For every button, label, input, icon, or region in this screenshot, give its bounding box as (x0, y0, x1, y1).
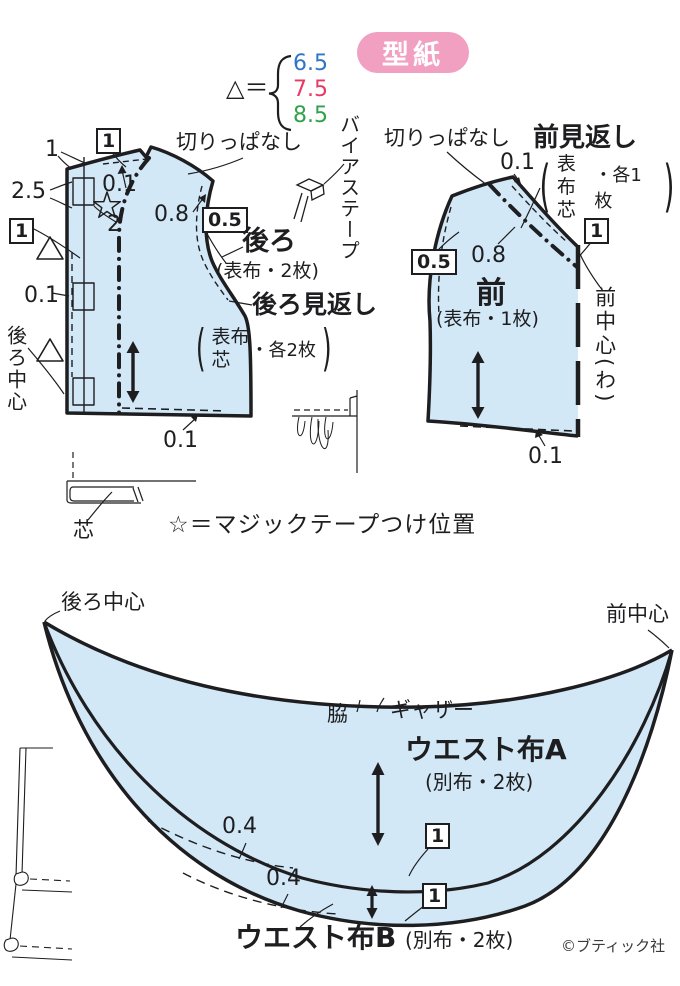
velcro-tab (72, 282, 95, 311)
pattern-badge: 型紙 (357, 32, 469, 73)
front-facing-fabric: 表布 (556, 153, 576, 198)
front-facing-fold-line (488, 183, 579, 269)
back-measure-1: 1 (45, 137, 59, 162)
waist-fill (44, 622, 672, 926)
size-legend-values: 6.5 7.5 8.5 (293, 51, 328, 129)
back-measure-0-1-left: 0.1 (24, 283, 59, 308)
back-facing-materials: ( 表布 芯 ・各2枚 ) (195, 319, 332, 378)
back-facing-interfacing: 芯 (211, 348, 231, 371)
size-legend-symbol: △＝ (226, 74, 269, 102)
waist-b-bottom-curve (42, 621, 674, 928)
front-hem-dashed (459, 425, 574, 432)
back-facing-count: ・各2枚 (250, 339, 316, 361)
back-topstitch-0-1: 0.1 (102, 172, 137, 197)
waist-top-curve (43, 620, 673, 709)
velcro-star-note: ☆＝マジックテープつけ位置 (168, 512, 477, 538)
raw-edge-stitch-icon (292, 390, 358, 473)
back-seam-allowance-1-top: 1 (96, 128, 122, 154)
front-piece-materials: (表布・1枚) (436, 308, 539, 330)
size-triangle-marker (36, 338, 64, 362)
waist-b-seam-allowance-1: 1 (422, 883, 448, 909)
front-facing-count: ・各1枚 (594, 165, 642, 213)
size-value-m: 7.5 (293, 77, 328, 102)
back-seam-allowance-1-left: 1 (9, 218, 35, 244)
interfacing-icon (66, 452, 196, 504)
star-marker (92, 191, 122, 219)
back-measure-2: 2 (107, 212, 121, 237)
back-leader-lines (27, 150, 253, 521)
front-seam-allowance-0-5: 0.5 (411, 249, 457, 275)
front-facing-materials: ( 表布 芯 ・各1枚 ) (539, 153, 675, 221)
waist-b-hem-dashed (182, 872, 339, 915)
back-measure-0-8: 0.8 (154, 202, 189, 227)
back-armhole-dashed (195, 185, 229, 301)
waist-a-hem-0-4: 0.4 (222, 814, 257, 839)
waist-a-title: ウエスト布A (405, 733, 567, 766)
waist-a-bottom-curve (42, 621, 674, 894)
waist-leader-lines (44, 610, 670, 928)
waist-a-grain-arrow (371, 762, 385, 846)
back-piece-title: 後ろ (242, 226, 296, 257)
back-measure-2-5: 2.5 (11, 179, 46, 204)
front-neck-topstitch-dashed (511, 185, 568, 243)
waist-side-label: 脇 (327, 702, 348, 726)
waist-pieces (42, 620, 674, 928)
waist-b-title: ウエスト布B (235, 921, 397, 954)
back-piece-materials: (表布・2枚) (216, 260, 319, 282)
size-value-s: 6.5 (293, 51, 328, 76)
waist-a-materials: (別布・2枚) (425, 770, 534, 794)
waist-a-hem-dashed (147, 820, 294, 869)
bias-tape-label: バイアステープ (336, 114, 361, 261)
velcro-tab (72, 377, 95, 406)
size-value-l: 8.5 (293, 103, 328, 128)
back-seam-allowance-0-5: 0.5 (202, 207, 248, 233)
front-grain-arrow (471, 351, 485, 419)
front-topstitch-0-1: 0.1 (500, 150, 535, 175)
rolled-hem-icon (3, 747, 73, 961)
front-hem-0-1: 0.1 (528, 444, 563, 469)
bias-tape-icon (293, 163, 345, 223)
copyright: ©ブティック社 (561, 937, 666, 955)
back-facing-fabric: 表布 (211, 326, 250, 348)
waist-center-front-label: 前中心 (606, 602, 669, 626)
size-triangle-marker (36, 236, 64, 260)
waist-gap-arrow (366, 885, 378, 919)
velcro-tab (72, 177, 95, 206)
front-seam-allowance-1: 1 (584, 218, 610, 244)
back-topstitch-dashes (102, 158, 148, 165)
waist-center-back-label: 後ろ中心 (61, 590, 145, 614)
front-facing-title: 前見返し (533, 123, 638, 153)
size-brace (268, 54, 292, 132)
front-piece-outline (426, 175, 580, 438)
waist-a-seam-allowance-1: 1 (425, 823, 451, 849)
waist-b-materials: (別布・2枚) (405, 928, 514, 952)
front-measure-0-8: 0.8 (471, 243, 506, 268)
back-center-label: 後ろ中心 (3, 325, 28, 413)
front-facing-interfacing: 芯 (556, 198, 576, 221)
back-hem-dashed (121, 407, 227, 412)
front-center-fold-label: 前中心(わ) (592, 286, 617, 405)
back-facing-title: 後ろ見返し (252, 290, 378, 319)
back-grain-arrow (126, 341, 140, 403)
waist-b-hem-0-4: 0.4 (266, 866, 301, 891)
interfacing-label: 芯 (73, 518, 94, 542)
waist-gather-label: ギャザー (390, 698, 474, 722)
back-hem-0-1: 0.1 (163, 428, 198, 453)
front-piece (426, 175, 581, 438)
front-piece-title: 前 (476, 276, 506, 311)
front-cut-edge-label: 切りっぱなし (384, 126, 510, 150)
back-facing-fold-line (117, 156, 151, 415)
front-piece-fill (428, 177, 578, 436)
back-cut-edge-label: 切りっぱなし (176, 130, 302, 154)
